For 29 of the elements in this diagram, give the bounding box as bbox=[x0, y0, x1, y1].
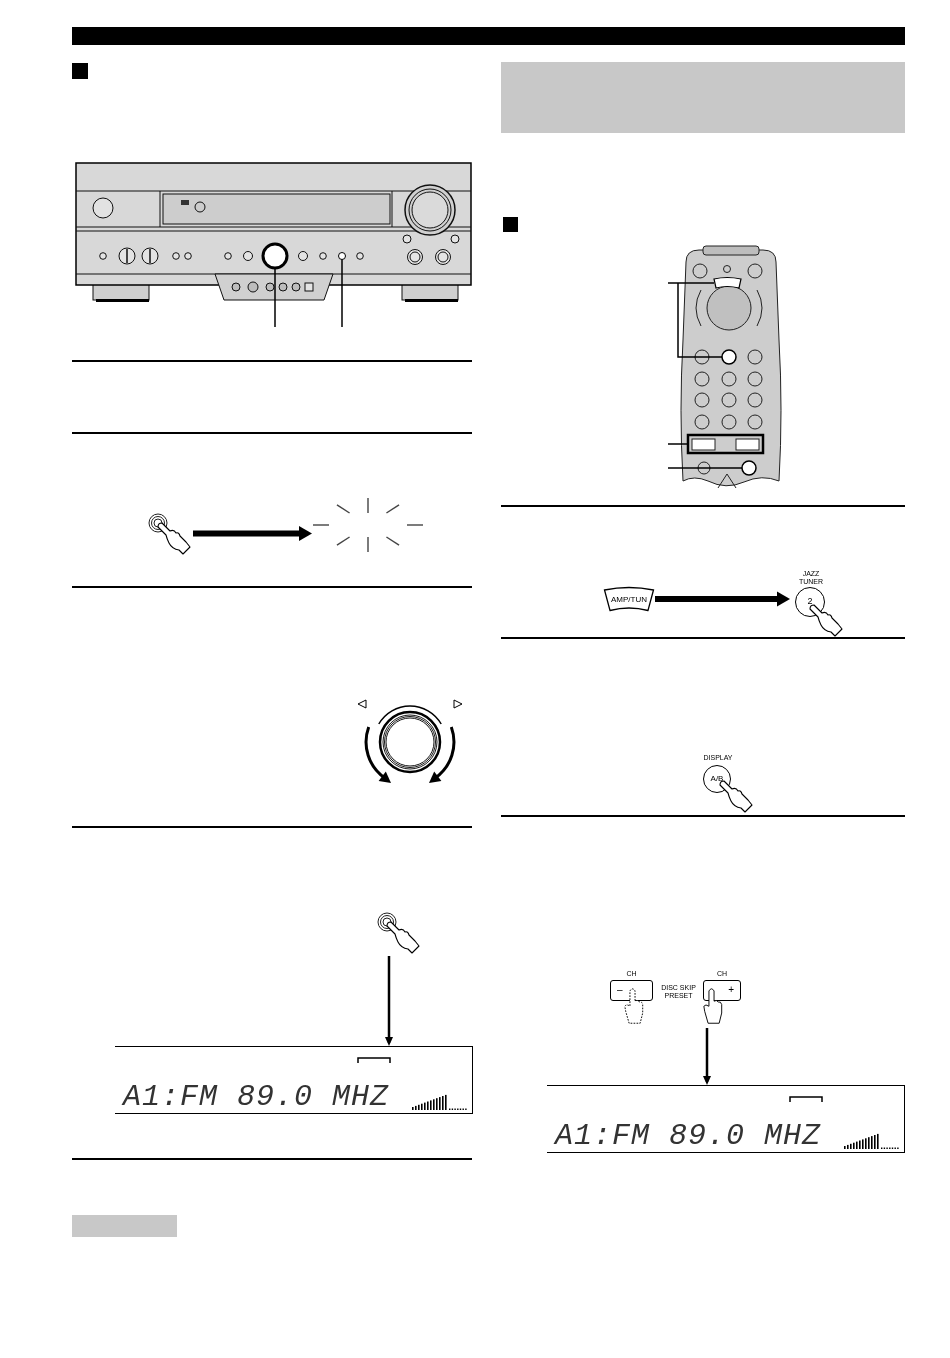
leader-line bbox=[667, 443, 689, 445]
leader-line bbox=[341, 258, 343, 328]
channel-down-key: – bbox=[610, 980, 653, 1001]
arrow bbox=[193, 526, 312, 541]
finger-press-icon bbox=[148, 513, 193, 557]
remote-preset-key-frame bbox=[686, 433, 765, 455]
remote-display-key bbox=[741, 460, 757, 476]
flashing-rays-icon bbox=[312, 497, 424, 554]
leader-line bbox=[667, 282, 715, 284]
display-panel bbox=[547, 1085, 905, 1153]
selector-knob bbox=[261, 242, 289, 270]
arrow bbox=[655, 591, 790, 607]
leader-line bbox=[274, 267, 276, 328]
remote-number-key bbox=[721, 349, 737, 365]
leader-line bbox=[677, 282, 723, 358]
arrow bbox=[385, 956, 393, 1046]
arrow bbox=[703, 1028, 711, 1085]
remote-selector-key bbox=[713, 276, 742, 289]
selector-key: AMP/TUN bbox=[603, 586, 655, 612]
display-key: A/B bbox=[703, 765, 731, 793]
note-tag bbox=[72, 1215, 177, 1237]
leader-line bbox=[667, 467, 743, 469]
display-readout: A1:FM 89.0 MHZ bbox=[123, 1081, 390, 1113]
finger-press-icon bbox=[377, 912, 422, 956]
receiver-drawing bbox=[75, 162, 473, 304]
display-panel bbox=[115, 1046, 473, 1114]
heading-band bbox=[501, 62, 905, 133]
panel-button bbox=[338, 252, 346, 260]
display-readout: A1:FM 89.0 MHZ bbox=[555, 1120, 822, 1152]
